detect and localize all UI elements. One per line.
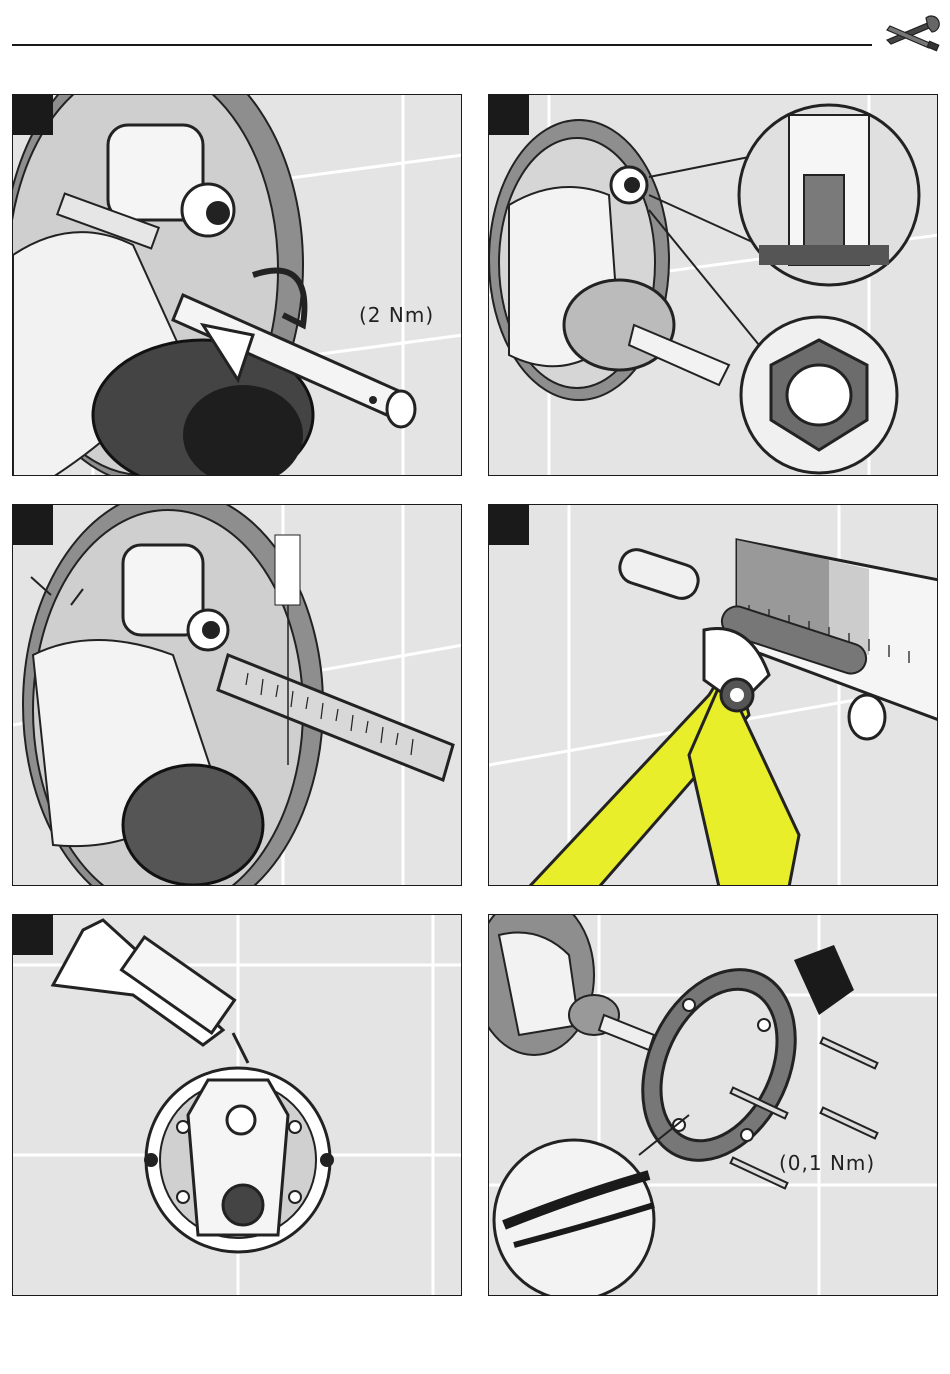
step-badge — [13, 95, 53, 135]
torque-label: (0,1 Nm) — [779, 1151, 875, 1175]
step-panel-1: (2 Nm) — [12, 94, 462, 476]
step-panel-3 — [12, 504, 462, 886]
step-badge — [489, 505, 529, 545]
step-badge — [489, 95, 529, 135]
step-panel-6: (0,1 Nm) — [488, 914, 938, 1296]
install-illustration-1 — [13, 95, 462, 476]
install-illustration-6 — [489, 915, 938, 1296]
install-illustration-3 — [13, 505, 462, 886]
install-illustration-5 — [13, 915, 462, 1296]
step-panel-2 — [488, 94, 938, 476]
header-rule — [12, 44, 872, 46]
torque-label: (2 Nm) — [359, 303, 434, 327]
step-badge — [13, 505, 53, 545]
step-panel-4 — [488, 504, 938, 886]
install-illustration-2 — [489, 95, 938, 476]
step-panel-5 — [12, 914, 462, 1296]
wrench-screwdriver-icon — [882, 10, 942, 60]
install-illustration-4 — [489, 505, 938, 886]
step-badge — [13, 915, 53, 955]
